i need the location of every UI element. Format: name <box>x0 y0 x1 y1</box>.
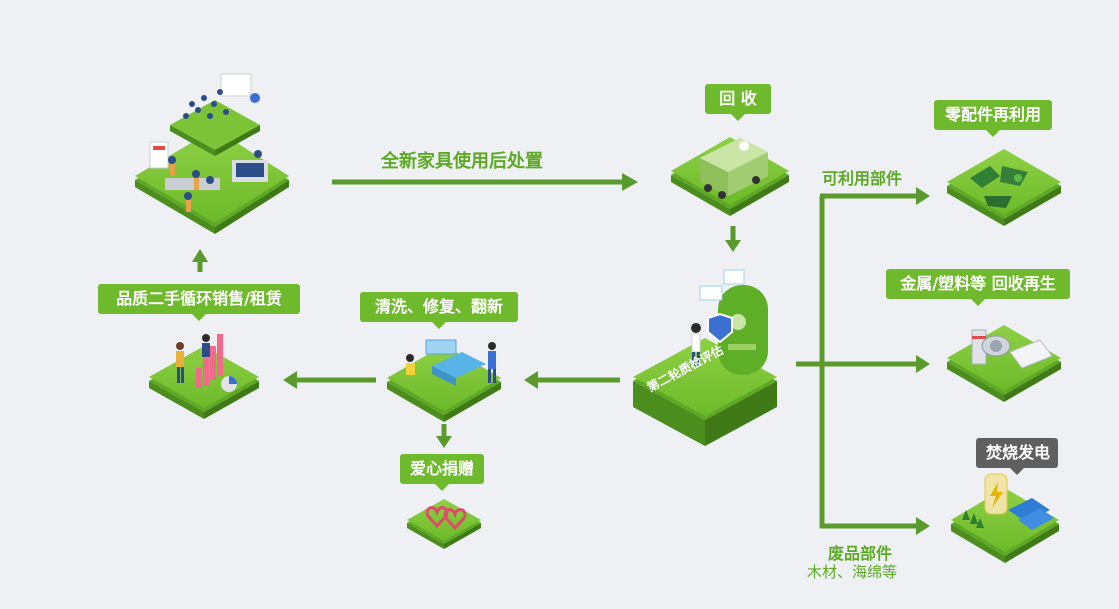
incineration-platform <box>951 473 1059 563</box>
reuse-platform <box>947 149 1061 226</box>
label-donation: 爱心捐赠 <box>400 454 484 491</box>
label-clean-repair: 清洗、修复、翻新 <box>360 292 518 329</box>
donation-platform <box>407 499 481 549</box>
inspection-platform <box>633 269 777 446</box>
arrows <box>192 173 930 535</box>
label-reuse-parts: 零配件再利用 <box>934 100 1052 137</box>
label-metal-plastic: 金属/塑料等 回收再生 <box>886 269 1070 306</box>
flow-waste-parts: 废品部件 <box>828 544 893 563</box>
recycle-platform <box>671 137 789 216</box>
label-incineration: 焚烧发电 <box>976 438 1058 475</box>
label-second-hand: 品质二手循环销售/租赁 <box>98 284 300 321</box>
office-platform <box>135 73 289 234</box>
label-recycle: 回 收 <box>705 84 771 121</box>
clean-platform <box>387 339 501 422</box>
secondhand-platform <box>149 334 259 419</box>
flow-after-use: 全新家具使用后处置 <box>381 151 543 172</box>
metal-platform <box>947 325 1061 402</box>
flow-usable-parts: 可利用部件 <box>822 169 903 188</box>
flow-waste-detail: 木材、海绵等 <box>807 563 898 581</box>
